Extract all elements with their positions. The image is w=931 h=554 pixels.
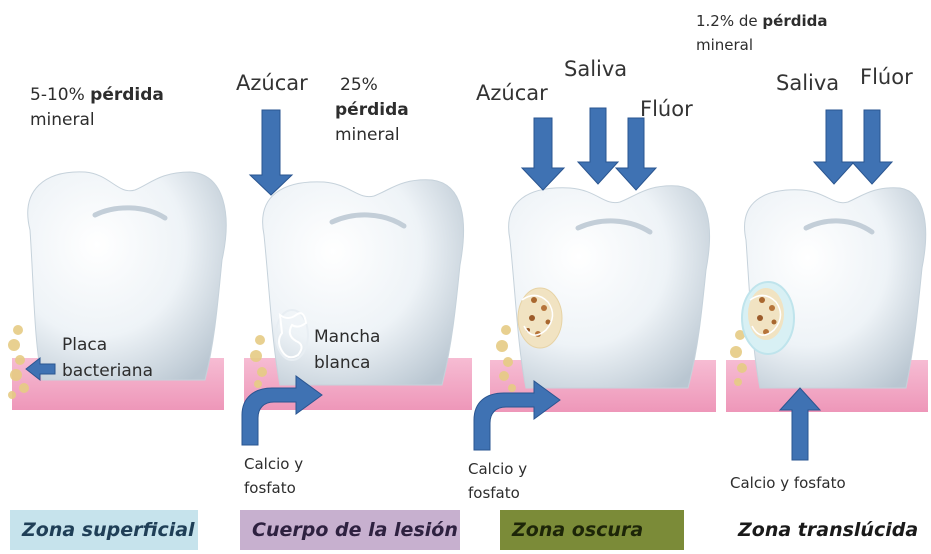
calcium-label-4: Calcio y fosfato bbox=[730, 474, 846, 493]
sugar-arrow-3 bbox=[522, 118, 564, 190]
tooth-3 bbox=[509, 186, 710, 388]
zone-label-3: Zona oscura bbox=[500, 510, 684, 550]
loss-mineral-4: mineral bbox=[696, 36, 753, 55]
calcium-label-3a: Calcio y bbox=[468, 460, 527, 479]
panel-surface-zone: 5-10% pérdida mineral Placa bacteriana Z… bbox=[0, 0, 232, 554]
plaque-label-2: bacteriana bbox=[62, 360, 153, 382]
fluor-arrow-4 bbox=[852, 110, 892, 184]
dark-lesion bbox=[518, 288, 562, 348]
sugar-label-3: Azúcar bbox=[476, 82, 548, 104]
zone-label-4: Zona translúcida bbox=[726, 510, 930, 550]
fluor-label-4: Flúor bbox=[860, 66, 913, 88]
loss-pct-4: 1.2% de pérdida bbox=[696, 12, 827, 31]
fluor-arrow-3 bbox=[616, 118, 656, 190]
loss-mineral-2: mineral bbox=[335, 124, 400, 146]
panel-translucent-zone: 1.2% de pérdida mineral Saliva Flúor Cal… bbox=[720, 0, 931, 554]
saliva-label-3: Saliva bbox=[564, 58, 627, 80]
saliva-label-4: Saliva bbox=[776, 72, 839, 94]
calcium-label-2b: fosfato bbox=[244, 479, 296, 498]
spot-label-1: Mancha bbox=[314, 326, 380, 348]
zone-label-2: Cuerpo de la lesión bbox=[240, 510, 460, 550]
saliva-arrow-3 bbox=[578, 108, 618, 184]
loss-pct-2: 25% bbox=[340, 74, 378, 96]
calcium-label-3b: fosfato bbox=[468, 484, 520, 503]
tooth-1 bbox=[28, 172, 226, 380]
loss-mineral-1: mineral bbox=[30, 109, 95, 131]
panel-dark-zone: Azúcar Saliva Flúor Calcio y fosfato Zon… bbox=[482, 0, 720, 554]
sugar-label-2: Azúcar bbox=[236, 72, 308, 94]
spot-label-2: blanca bbox=[314, 352, 370, 374]
plaque-label-1: Placa bbox=[62, 334, 107, 356]
loss-word-2: pérdida bbox=[335, 99, 409, 121]
panel-lesion-body: Azúcar 25% pérdida mineral Mancha blanca… bbox=[232, 0, 482, 554]
sugar-arrow-2 bbox=[250, 110, 292, 195]
loss-label-1: 5-10% pérdida bbox=[30, 84, 164, 106]
translucent-lesion bbox=[742, 282, 794, 354]
zone-label-1: Zona superficial bbox=[10, 510, 198, 550]
calcium-label-2a: Calcio y bbox=[244, 455, 303, 474]
fluor-label-3: Flúor bbox=[640, 98, 693, 120]
saliva-arrow-4 bbox=[814, 110, 854, 184]
